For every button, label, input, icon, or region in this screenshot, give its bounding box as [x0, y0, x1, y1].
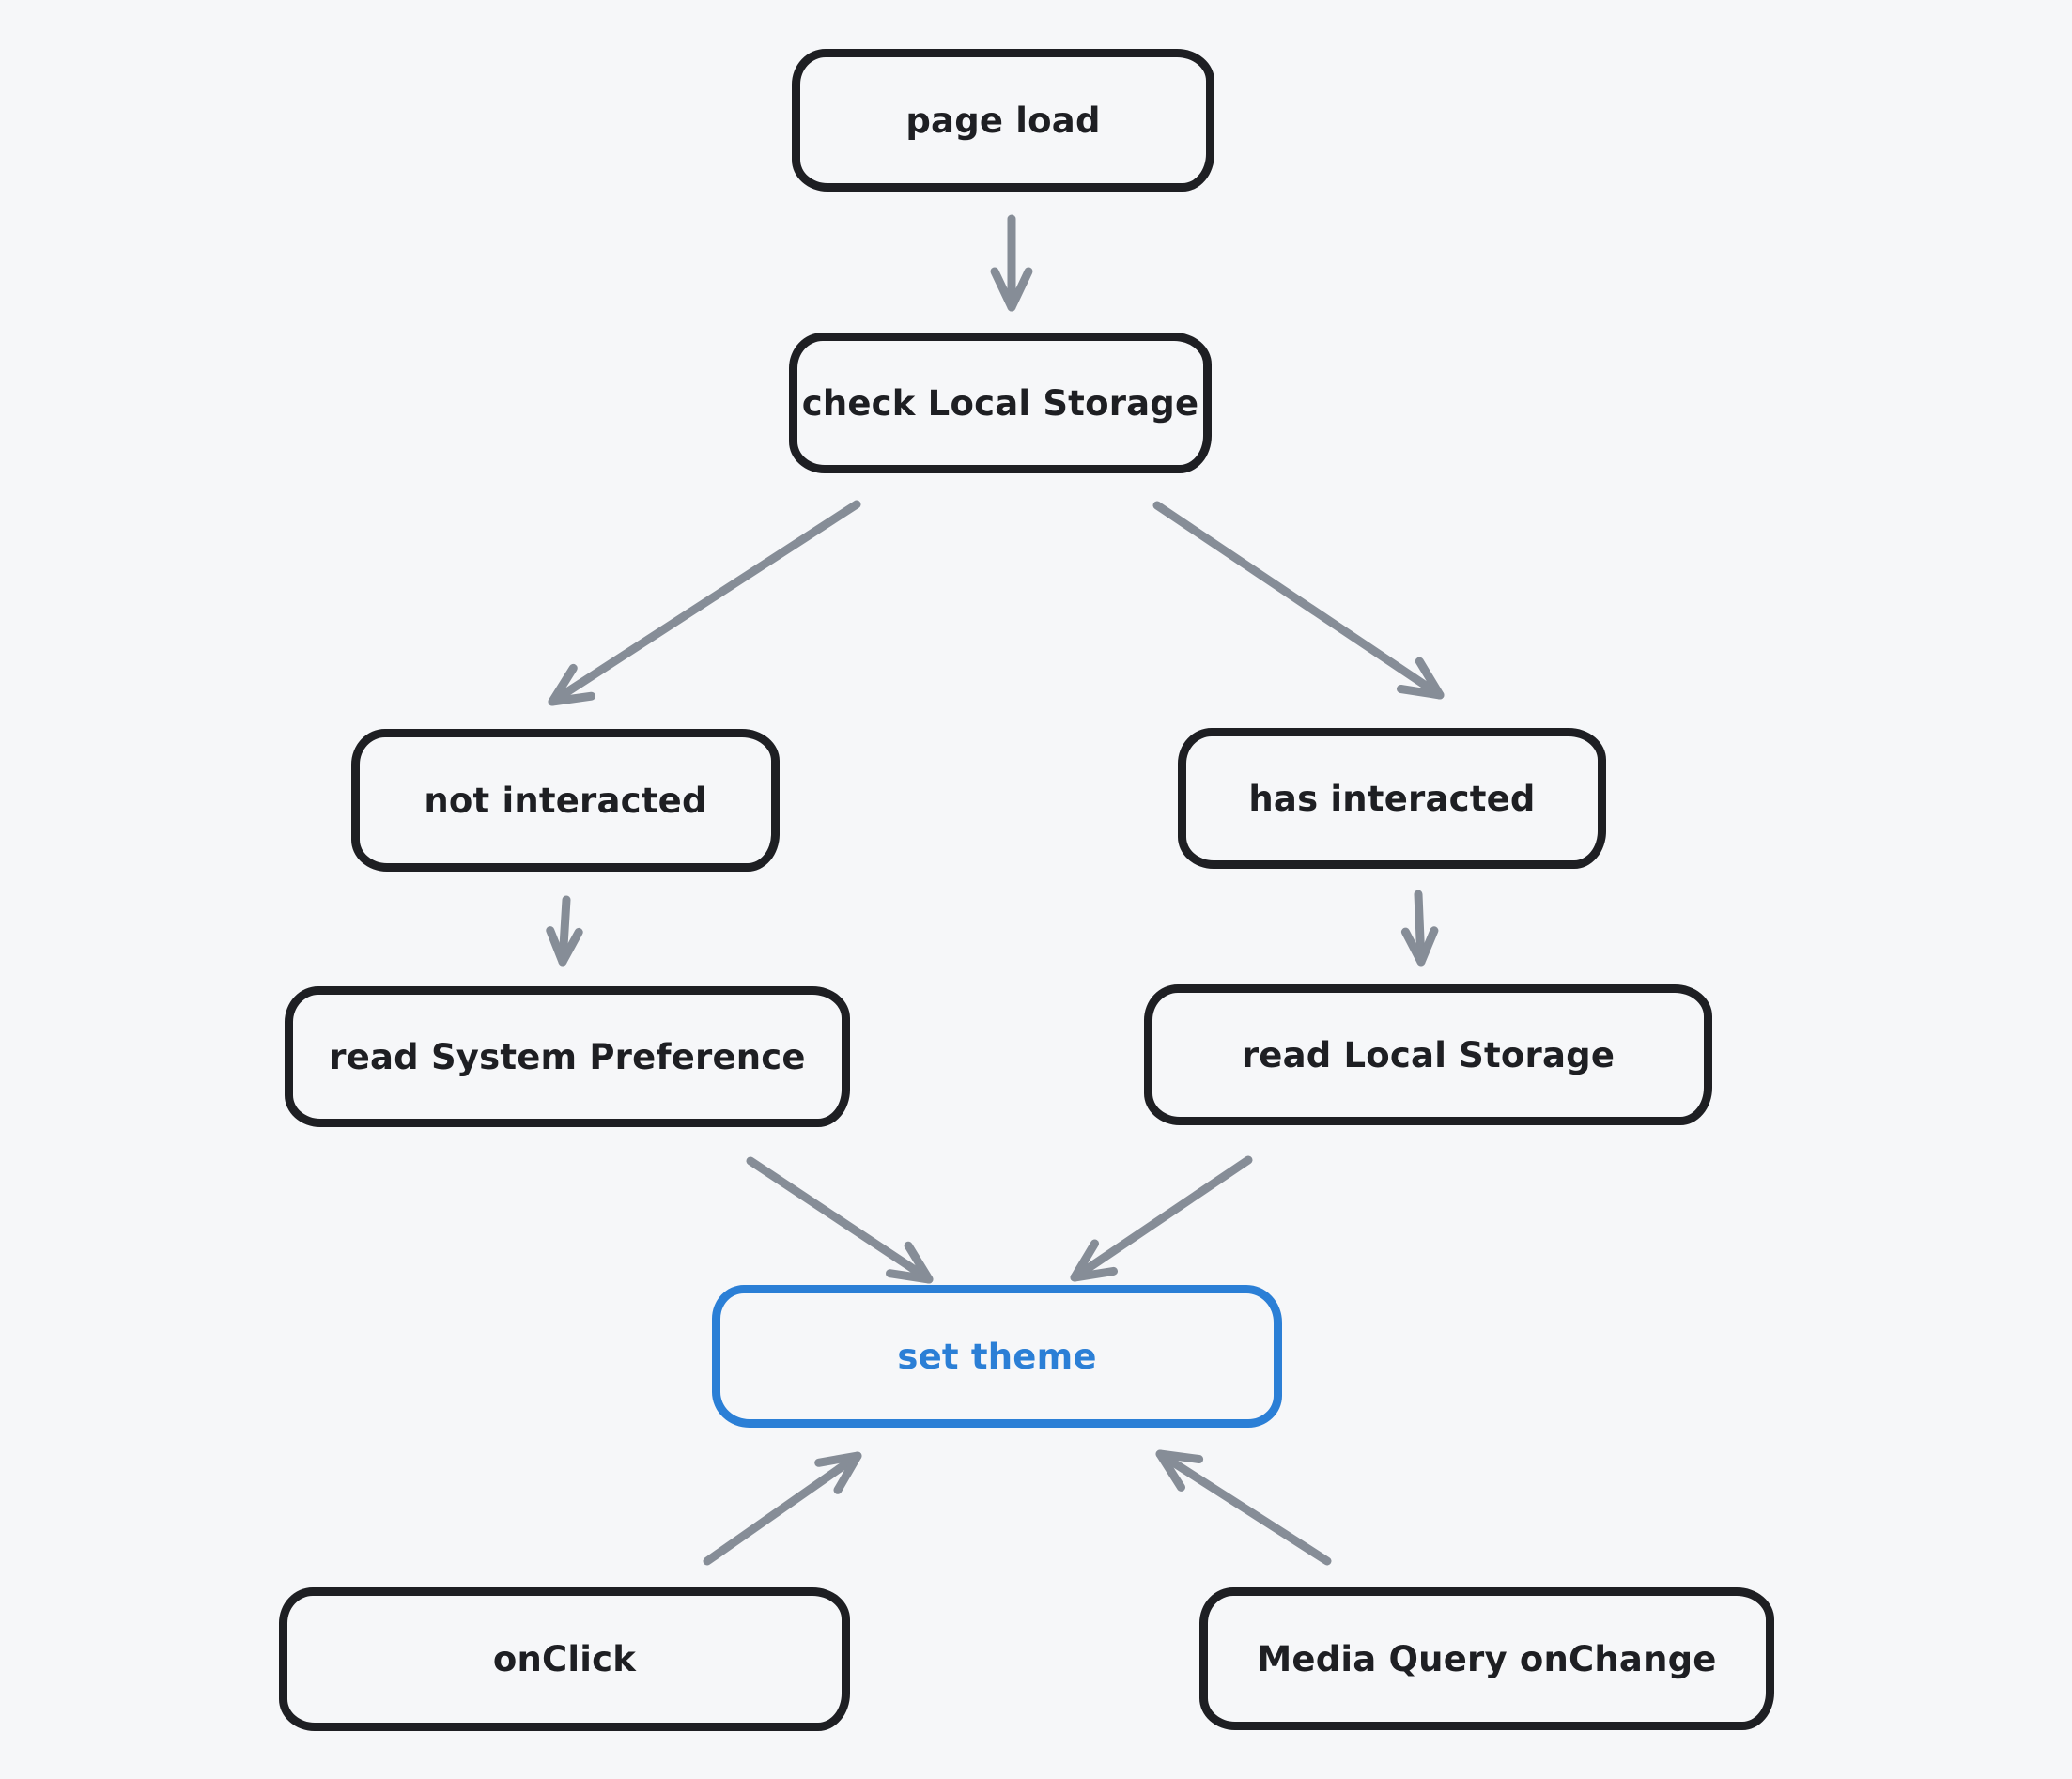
node-label: read System Preference [329, 1036, 806, 1077]
node-page-load: page load [792, 49, 1214, 192]
arrow-has-interacted-to-read-local-storage [1400, 890, 1439, 967]
node-label: check Local Storage [801, 382, 1199, 424]
node-check-local-storage: check Local Storage [789, 333, 1212, 473]
node-read-system-preference: read System Preference [285, 986, 850, 1127]
arrow-check-local-storage-to-not-interacted [548, 500, 861, 706]
arrow-not-interacted-to-read-system-preference [546, 895, 583, 967]
node-label: read Local Storage [1241, 1034, 1616, 1075]
arrow-on-click-to-set-theme [703, 1451, 862, 1566]
node-has-interacted: has interacted [1178, 728, 1606, 869]
arrow-page-load-to-check-local-storage [990, 214, 1033, 312]
node-read-local-storage: read Local Storage [1144, 984, 1712, 1125]
arrow-read-system-preference-to-set-theme [746, 1156, 934, 1284]
node-not-interacted: not interacted [351, 729, 780, 872]
arrow-check-local-storage-to-has-interacted [1152, 501, 1445, 700]
node-label: onClick [492, 1639, 637, 1679]
node-label: page load [905, 100, 1101, 141]
arrow-read-local-storage-to-set-theme [1070, 1155, 1253, 1282]
node-on-click: onClick [279, 1587, 850, 1731]
arrow-media-query-onchange-to-set-theme [1155, 1449, 1332, 1566]
node-label: not interacted [424, 780, 707, 821]
node-label: has interacted [1248, 778, 1536, 819]
node-label: Media Query onChange [1257, 1638, 1717, 1679]
node-media-query-onchange: Media Query onChange [1199, 1587, 1774, 1730]
node-set-theme: set theme [712, 1285, 1282, 1428]
node-label: set theme [897, 1336, 1097, 1377]
